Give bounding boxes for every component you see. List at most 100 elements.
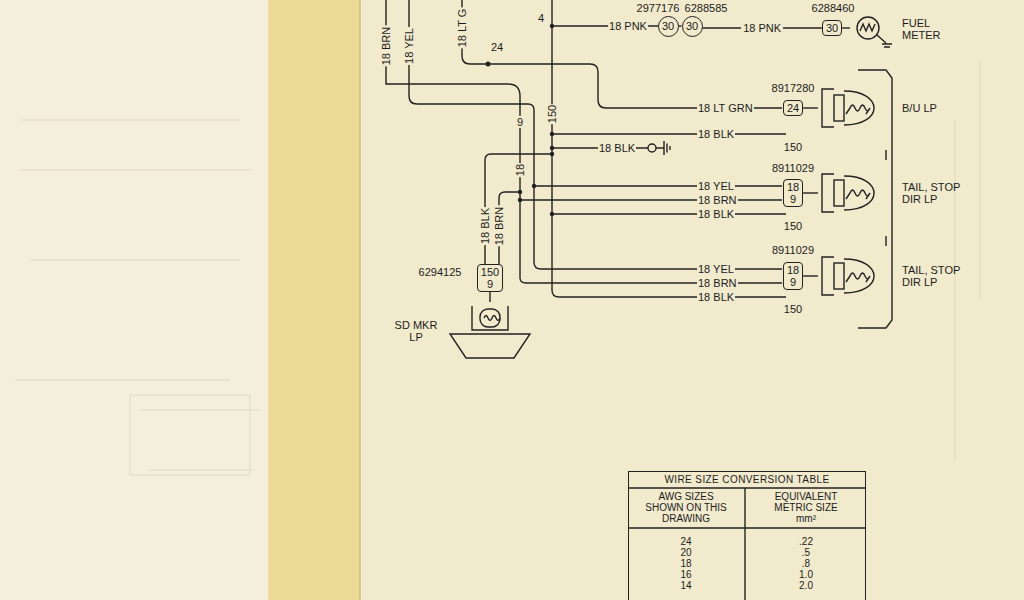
wire-color-code: 18 BLK <box>479 207 491 245</box>
wire <box>552 133 786 134</box>
wire <box>552 0 786 297</box>
table-cell: 16 <box>679 569 692 580</box>
pin-number: 9 <box>790 193 796 205</box>
splice-dot <box>518 198 522 202</box>
pin-number: 18 <box>787 181 799 193</box>
pin-number: 18 <box>787 264 799 276</box>
table-header: EQUIVALENT METRIC SIZE mm² <box>765 491 847 524</box>
pin-number: 150 <box>783 141 803 153</box>
lamp-bulb <box>844 259 874 293</box>
pin-number: 150 <box>783 303 803 315</box>
pin-number: 150 <box>481 266 499 278</box>
splice-dot <box>532 184 536 188</box>
pin-number: 30 <box>662 20 674 32</box>
wire-connector <box>489 292 490 302</box>
pin-number: 150 <box>783 220 803 232</box>
pin-number: 9 <box>790 276 796 288</box>
part-number: 6294125 <box>418 266 463 278</box>
faint-line <box>15 120 260 470</box>
table-cell: 2.0 <box>798 580 814 591</box>
table-rule <box>629 488 866 600</box>
wire <box>485 154 552 264</box>
lamp-socket <box>834 95 844 121</box>
wire-number: 150 <box>546 104 558 124</box>
wire <box>520 199 782 200</box>
fuel-meter: FUEL METER <box>850 12 948 46</box>
wire-connector <box>803 275 818 276</box>
tail-lamp: TAIL, STOP DIR LP <box>818 251 966 301</box>
meter-ground <box>877 35 892 47</box>
pin-number: 30 <box>686 20 698 32</box>
ground-eyelet <box>648 144 656 152</box>
table-cell: .22 <box>798 536 814 547</box>
backup-lamp-symbol <box>822 89 874 127</box>
lamp-connector: 189 <box>783 179 803 207</box>
splice-dot <box>550 146 554 150</box>
wire-color-code: 18 YEL <box>697 180 735 192</box>
splice-dot <box>550 24 554 28</box>
component-name: B/U LP <box>902 102 966 114</box>
table-cell: .8 <box>801 558 811 569</box>
backup-lamp: B/U LP <box>818 83 966 133</box>
marker-bulb <box>480 309 500 327</box>
housing-rib <box>885 150 886 246</box>
wire-color-code: 18 BLK <box>697 128 735 140</box>
part-number: 6288460 <box>811 2 856 14</box>
splice-connector: 30 <box>682 16 703 37</box>
wire-connector <box>803 192 818 193</box>
table-cell: 18 <box>679 558 692 569</box>
marker-connector: 1509 <box>477 264 503 292</box>
wire-color-code: 18 BRN <box>697 277 738 289</box>
lamp-bracket <box>822 89 834 127</box>
wire-number: 9 <box>516 116 524 128</box>
marker-filament <box>484 316 500 321</box>
wire <box>386 0 782 283</box>
wire-connector <box>803 107 818 108</box>
tail-lamp: TAIL, STOP DIR LP <box>818 168 966 218</box>
lamp-filament <box>846 190 870 199</box>
table-cell: .5 <box>801 547 811 558</box>
table-title: WIRE SIZE CONVERSION TABLE <box>629 472 865 488</box>
splice-dots <box>486 24 555 216</box>
wire <box>552 213 786 214</box>
tape-strip <box>268 0 360 600</box>
wire-color-code: 18 BLK <box>697 208 735 220</box>
wire-connector <box>842 27 850 28</box>
meter-connector: 30 <box>822 20 842 36</box>
wire-color-code: 18 LT GRN <box>697 102 754 114</box>
lamp-bracket <box>822 174 834 212</box>
faded-paper <box>0 0 270 600</box>
table-grid <box>629 488 866 600</box>
lamp-filament <box>846 273 870 282</box>
component-name: FUEL METER <box>902 17 948 41</box>
tail-lamp-symbol <box>822 174 874 212</box>
wire-color-code: 18 PNK <box>741 22 783 34</box>
part-number: 6288585 <box>684 2 729 14</box>
wire-color-code: 18 BRN <box>380 26 392 67</box>
component-name: SD MKR LP <box>392 319 440 343</box>
wire-color-code: 18 BLK <box>697 291 735 303</box>
marker-socket <box>472 306 508 330</box>
table-cell: 14 <box>679 580 692 591</box>
splice-dot <box>550 212 554 216</box>
ground-symbol <box>656 141 670 155</box>
table-cell: 24 <box>679 536 692 547</box>
meter-body <box>857 17 879 39</box>
component-name: TAIL, STOP DIR LP <box>902 264 966 288</box>
splice-dot <box>550 152 554 156</box>
lamp-bulb <box>844 176 874 210</box>
wire-color-code: 18 LT G <box>456 8 468 49</box>
table-cell: 20 <box>679 547 692 558</box>
pin-number: 9 <box>487 278 493 290</box>
wires <box>386 0 786 297</box>
tape-edge <box>359 0 361 600</box>
lamp-filament <box>846 105 870 114</box>
lamp-connector: 24 <box>783 100 803 116</box>
wire-color-code: 18 YEL <box>403 27 415 65</box>
wire-color-code: 18 BRN <box>493 206 505 247</box>
lamp-bracket <box>822 257 834 295</box>
part-number: 8911029 <box>771 162 815 174</box>
